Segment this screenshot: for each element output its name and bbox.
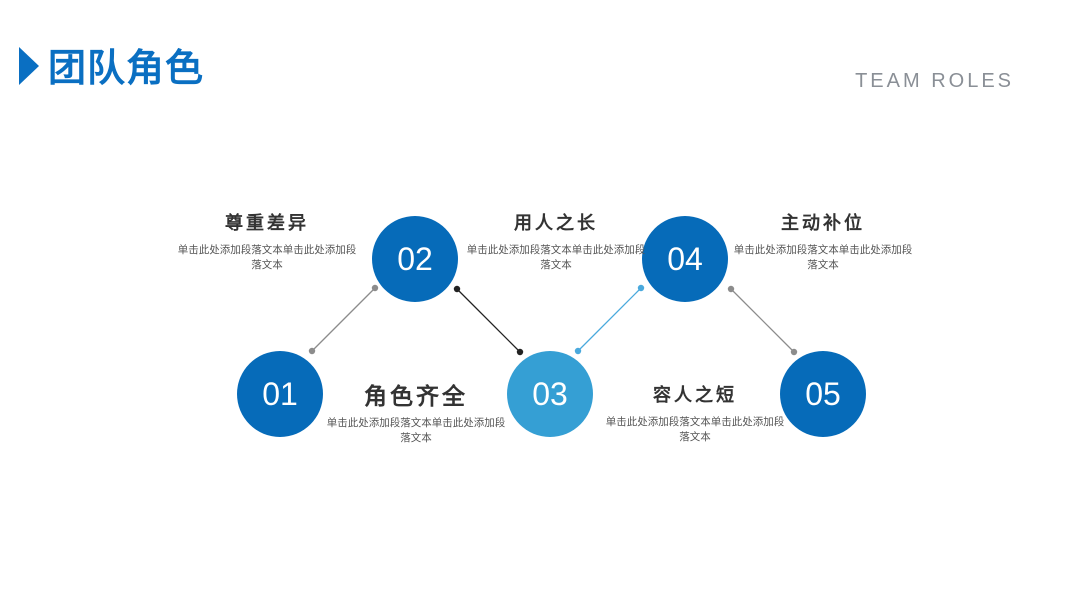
node-03-circle: 03 xyxy=(507,351,593,437)
connector-04-05 xyxy=(730,288,795,353)
node-02-body: 单击此处添加段落文本单击此处添加段落文本 xyxy=(177,243,357,271)
page-subtitle: TEAM ROLES xyxy=(855,70,1014,92)
connector-dot xyxy=(516,348,524,356)
connector-01-02 xyxy=(311,287,376,352)
node-02-heading: 尊重差异 xyxy=(225,213,309,234)
node-02-text: 尊重差异 单击此处添加段落文本单击此处添加段落文本 xyxy=(177,213,357,273)
title-marker-triangle xyxy=(19,47,39,85)
node-05-circle: 05 xyxy=(780,351,866,437)
node-05-text: 容人之短 单击此处添加段落文本单击此处添加段落文本 xyxy=(605,385,785,445)
connector-dot xyxy=(371,284,379,292)
node-01-heading: 角色齐全 xyxy=(364,384,468,410)
connector-dot xyxy=(637,284,645,292)
connector-dot xyxy=(574,347,582,355)
node-04-body: 单击此处添加段落文本单击此处添加段落文本 xyxy=(733,243,913,271)
node-04-heading: 主动补位 xyxy=(781,213,865,234)
node-05-heading: 容人之短 xyxy=(653,385,737,406)
node-04-text: 主动补位 单击此处添加段落文本单击此处添加段落文本 xyxy=(733,213,913,273)
connector-dot xyxy=(308,347,316,355)
node-02-circle: 02 xyxy=(372,216,458,302)
node-01-body: 单击此处添加段落文本单击此处添加段落文本 xyxy=(326,416,506,444)
connector-02-03 xyxy=(456,288,521,353)
node-01-text: 角色齐全 单击此处添加段落文本单击此处添加段落文本 xyxy=(326,384,506,446)
node-03-heading: 用人之长 xyxy=(514,213,598,234)
connector-03-04 xyxy=(577,287,642,352)
page-title: 团队角色 xyxy=(48,46,205,90)
connector-dot xyxy=(727,285,735,293)
node-01-circle: 01 xyxy=(237,351,323,437)
node-05-body: 单击此处添加段落文本单击此处添加段落文本 xyxy=(605,415,785,443)
connector-dot xyxy=(453,285,461,293)
connector-dot xyxy=(790,348,798,356)
node-03-text: 用人之长 单击此处添加段落文本单击此处添加段落文本 xyxy=(466,213,646,273)
node-04-circle: 04 xyxy=(642,216,728,302)
node-03-body: 单击此处添加段落文本单击此处添加段落文本 xyxy=(466,243,646,271)
